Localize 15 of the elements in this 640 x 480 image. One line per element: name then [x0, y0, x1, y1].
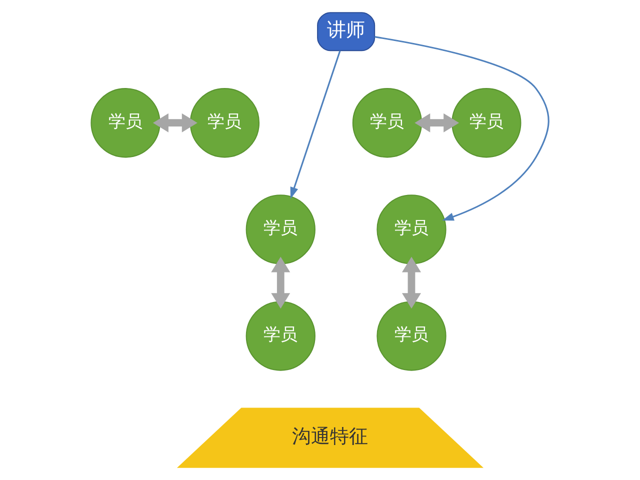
node-box: 讲师 [317, 12, 376, 52]
arrow [271, 256, 290, 309]
arrow [152, 113, 198, 132]
node-circle: 学员 [352, 88, 422, 158]
arrow [374, 36, 550, 221]
node-circle: 学员 [190, 88, 260, 158]
arrow [290, 50, 341, 199]
node-circle: 学员 [452, 88, 522, 158]
node-circle: 学员 [246, 194, 316, 264]
node-circle: 学员 [376, 194, 446, 264]
node-circle: 学员 [90, 88, 160, 158]
arrow [402, 256, 421, 309]
node-circle: 学员 [246, 301, 316, 371]
node-circle: 学员 [376, 301, 446, 371]
arrow [414, 113, 460, 132]
